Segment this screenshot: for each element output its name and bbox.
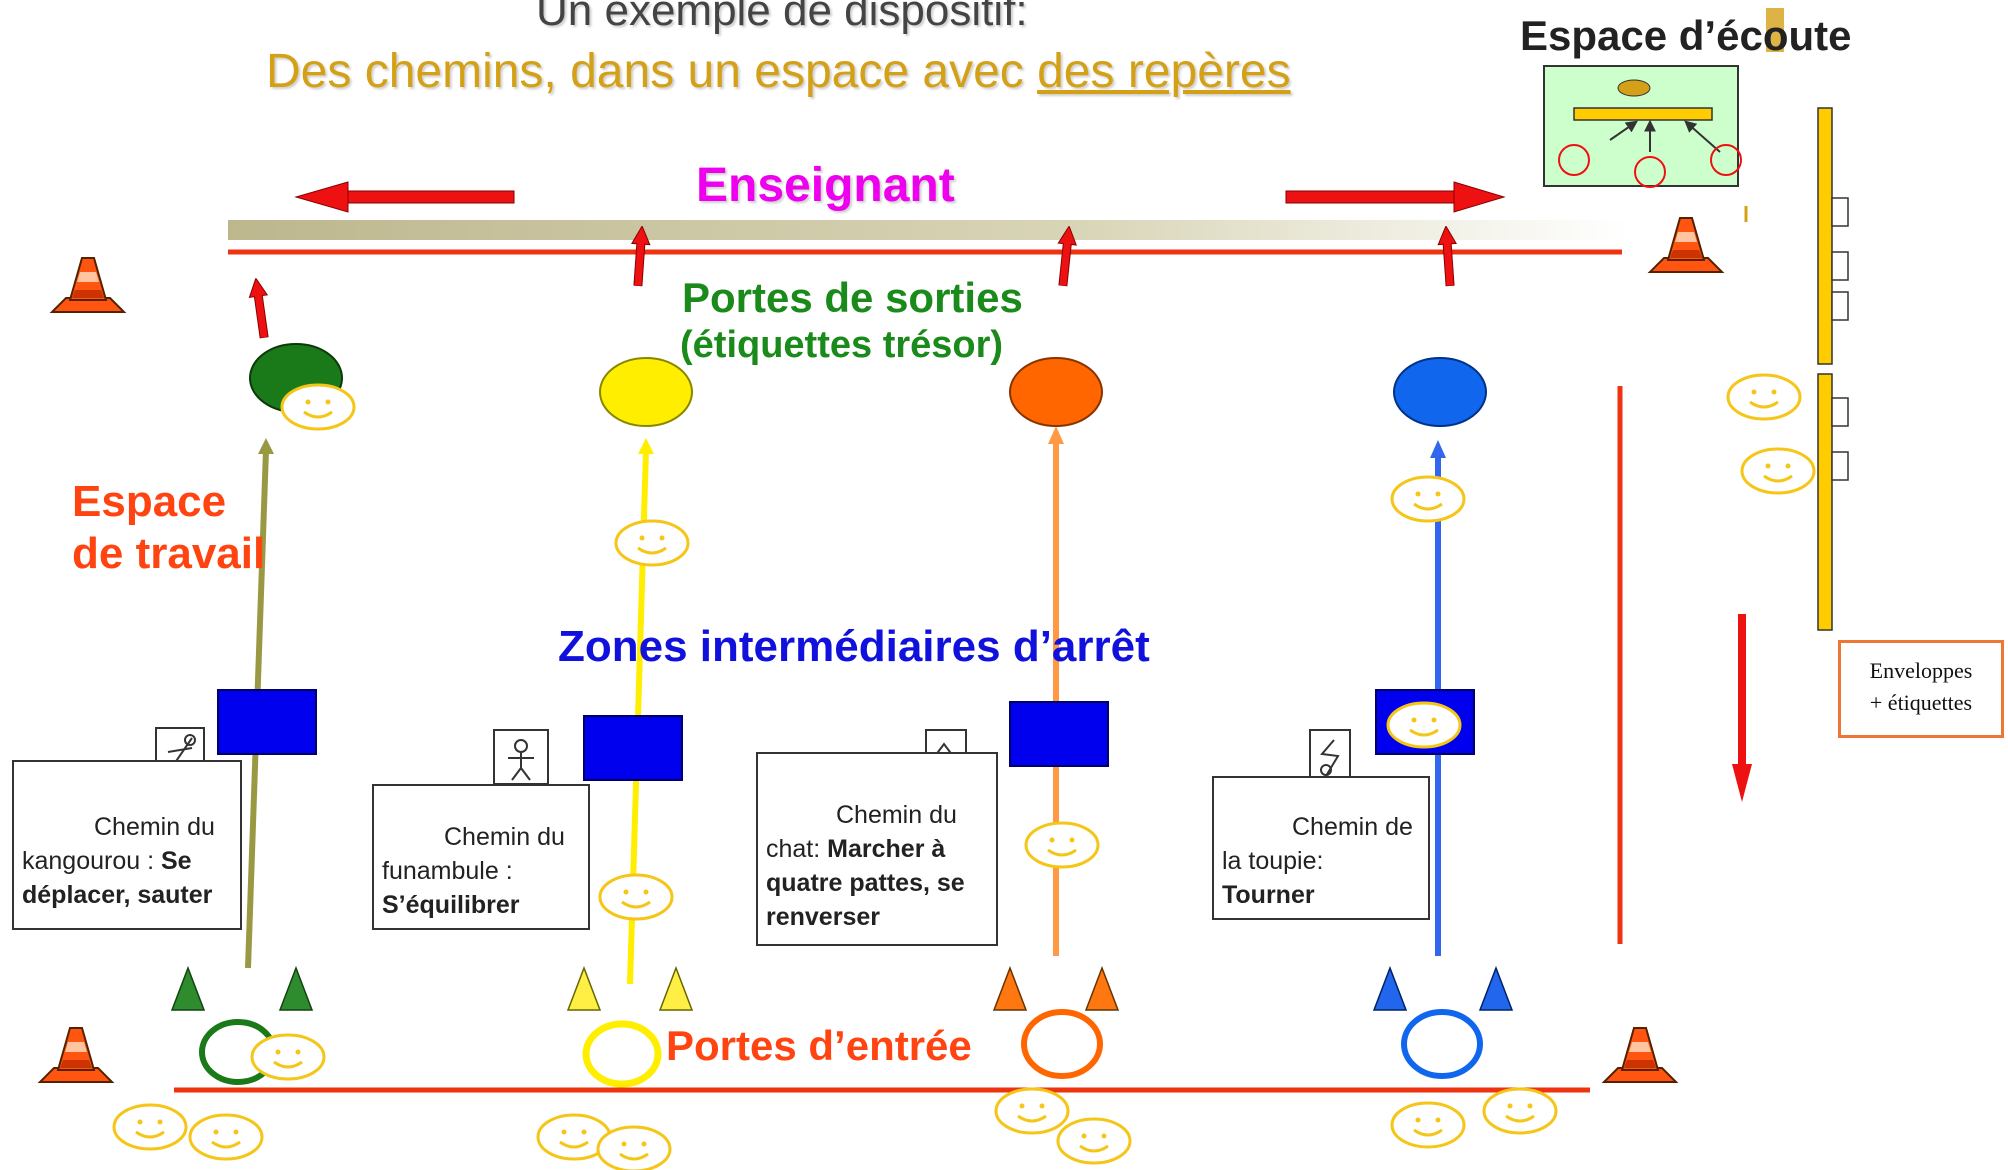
card-chat-line2: chat: Marcher à quatre pattes, se renver… [766,832,988,934]
smiley-icon [250,1033,326,1081]
smiley-icon [596,1125,672,1170]
card-kangourou-line2: kangourou : Se déplacer, sauter [22,844,232,912]
down-arrow [1732,614,1752,802]
label-zones: Zones intermédiaires d’arrêt [558,622,1150,671]
exit-gate-yellow [599,357,693,427]
entry-ring-yellow [582,1020,662,1088]
exit-gate-orange [1009,357,1103,427]
label-espace-travail-1: Espace [72,477,227,526]
smiley-icon [1726,373,1802,421]
title-line-2-underlined: des repères [1037,45,1291,98]
card-funambule-line1: Chemin du [444,823,565,851]
exit-gate-blue [1393,357,1487,427]
entry-ring-orange [1021,1009,1103,1079]
cone-bottom-left [39,1027,113,1083]
card-toupie-bold: Tourner [1222,881,1315,909]
smiley-icon [1386,701,1462,749]
smiley-icon [1390,1101,1466,1149]
smiley-icon [1390,475,1466,523]
card-funambule-bold: S’équilibrer [382,891,520,919]
card-kangourou-bold: Se déplacer, sauter [22,847,213,909]
label-espace-travail-2: de travail [72,529,266,578]
label-portes-entree: Portes d’entrée [666,1022,972,1069]
label-etiquettes-tresor: (étiquettes trésor) [680,324,1004,366]
smiley-icon [598,873,674,921]
listening-space-box [1543,8,1784,222]
card-chat-line1: Chemin du [836,801,957,829]
label-rack [1817,107,1849,631]
entry-ring-blue [1401,1009,1483,1079]
entry-markers [170,965,1514,1011]
right-arrow [1285,181,1506,213]
exit-arrow-1 [246,276,274,340]
label-enseignant: Enseignant [696,159,955,212]
left-arrow [294,181,515,213]
smiley-icon [280,383,356,431]
card-funambule: Chemin du funambule : S’équilibrer [372,784,590,930]
card-funambule-line2: funambule : [382,857,513,885]
enveloppes-box: Enveloppes + étiquettes [1838,640,2004,738]
zone-chat [1009,701,1109,767]
enveloppes-line-1: Enveloppes [1869,658,1973,683]
smiley-icon [112,1103,188,1151]
title-line-2-plain: Des chemins, dans un espace avec [266,45,1038,98]
title-line-2: Des chemins, dans un espace avec des rep… [266,44,1291,99]
card-chat-bold: Marcher à quatre pattes, se renverser [766,835,965,931]
card-chat: Chemin du chat: Marcher à quatre pattes,… [756,752,998,946]
smiley-icon [1056,1117,1132,1165]
smiley-icon [614,519,690,567]
card-kangourou-line1: Chemin du [94,813,215,841]
teacher-band [228,220,1628,240]
card-kangourou: Chemin du kangourou : Se déplacer, saute… [12,760,242,930]
title-line-1: Un exemple de dispositif: [536,0,1028,35]
smiley-icon [188,1113,264,1161]
smiley-icon [994,1087,1070,1135]
cone-bottom-right [1603,1027,1677,1083]
zone-kangourou [217,689,317,755]
cone-top-right [1649,217,1723,273]
enveloppes-line-2: + étiquettes [1869,690,1973,715]
smiley-icon [1482,1087,1558,1135]
label-portes-sorties: Portes de sorties [682,274,1023,321]
smiley-icon [1740,447,1816,495]
smiley-icon [1024,821,1100,869]
pictogram-funambule [493,729,549,785]
cone-top-left [51,257,125,313]
card-chat-line2-text: chat: [766,835,828,863]
card-kangourou-line2-text: kangourou : [22,847,161,875]
zone-funambule [583,715,683,781]
label-espace-ecoute: Espace d’écoute [1520,12,1852,59]
card-toupie: Chemin de la toupie: Tourner [1212,776,1430,920]
card-toupie-line2: la toupie: [1222,847,1324,875]
card-toupie-line1: Chemin de [1292,813,1413,841]
